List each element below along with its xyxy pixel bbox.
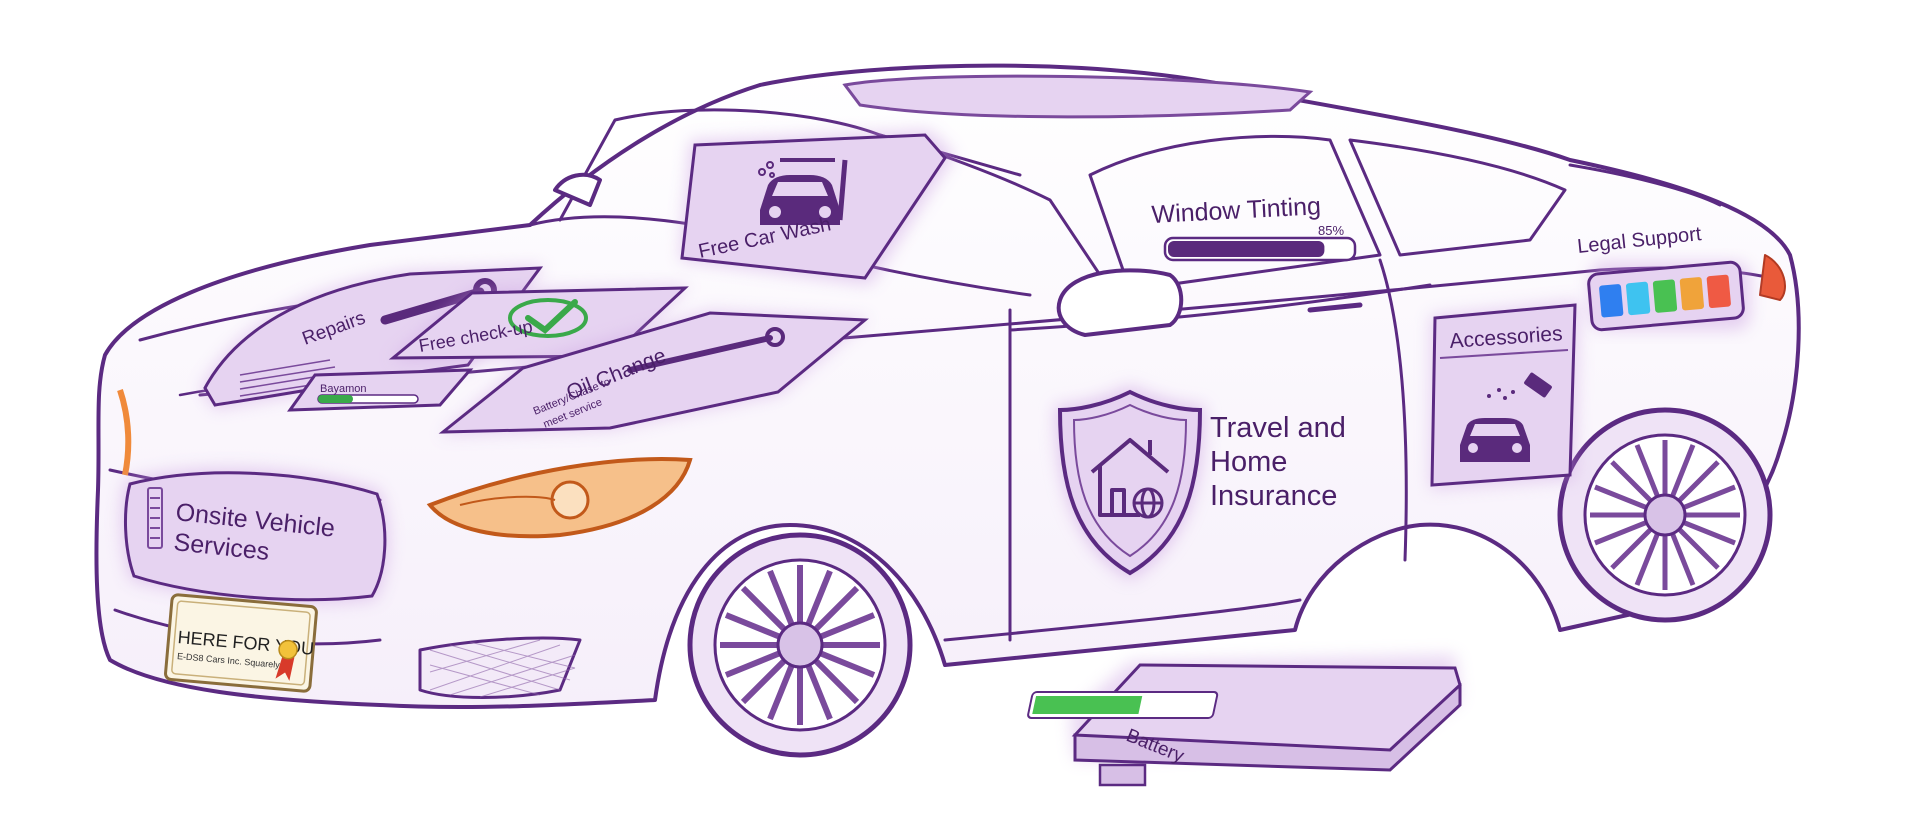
car-wash-panel[interactable]: Free Car Wash [680, 130, 955, 285]
oil-change-panel[interactable]: Oil Change Battery/Chase to meet service [438, 310, 870, 435]
small-meter-fill [318, 395, 353, 403]
insurance-line1: Travel and [1210, 412, 1346, 444]
vent-icon [147, 487, 163, 549]
accessories-panel[interactable]: Accessories [1430, 300, 1580, 490]
dipstick-icon [627, 327, 785, 373]
checkmark-icon [508, 298, 588, 338]
award-ribbon-icon [275, 639, 298, 681]
color-swatches-icon [1599, 274, 1731, 318]
window-tint-percent: 85% [1318, 223, 1344, 238]
globe-icon [1132, 487, 1164, 519]
grille-mesh [429, 639, 576, 698]
insurance-line3: Insurance [1210, 480, 1337, 512]
battery-fill [1032, 696, 1143, 714]
battery-panel[interactable]: Battery [1027, 655, 1462, 787]
window-tint-panel[interactable]: Window Tinting 85% [1151, 192, 1357, 262]
shield-house-icon [1057, 389, 1203, 576]
small-meter-label: Bayamon [320, 383, 366, 395]
car-spray-icon [1460, 372, 1552, 462]
rear-wheel [1557, 407, 1773, 623]
side-light [117, 389, 132, 476]
sunroof [842, 74, 1314, 119]
insurance-line2: Home [1210, 446, 1287, 478]
window-tint-fill [1168, 241, 1325, 257]
house-icon [1090, 438, 1170, 517]
small-meter-panel: Bayamon [287, 368, 474, 412]
license-plate: HERE FOR YOU E-DS8 Cars Inc. Squarely [164, 593, 318, 693]
headlight [426, 457, 693, 539]
car-wash-icon [758, 158, 848, 225]
insurance-panel[interactable]: Travel and Home Insurance [1055, 385, 1346, 580]
front-wheel [687, 532, 913, 758]
onsite-services-panel[interactable]: Onsite Vehicle Services [120, 467, 390, 604]
